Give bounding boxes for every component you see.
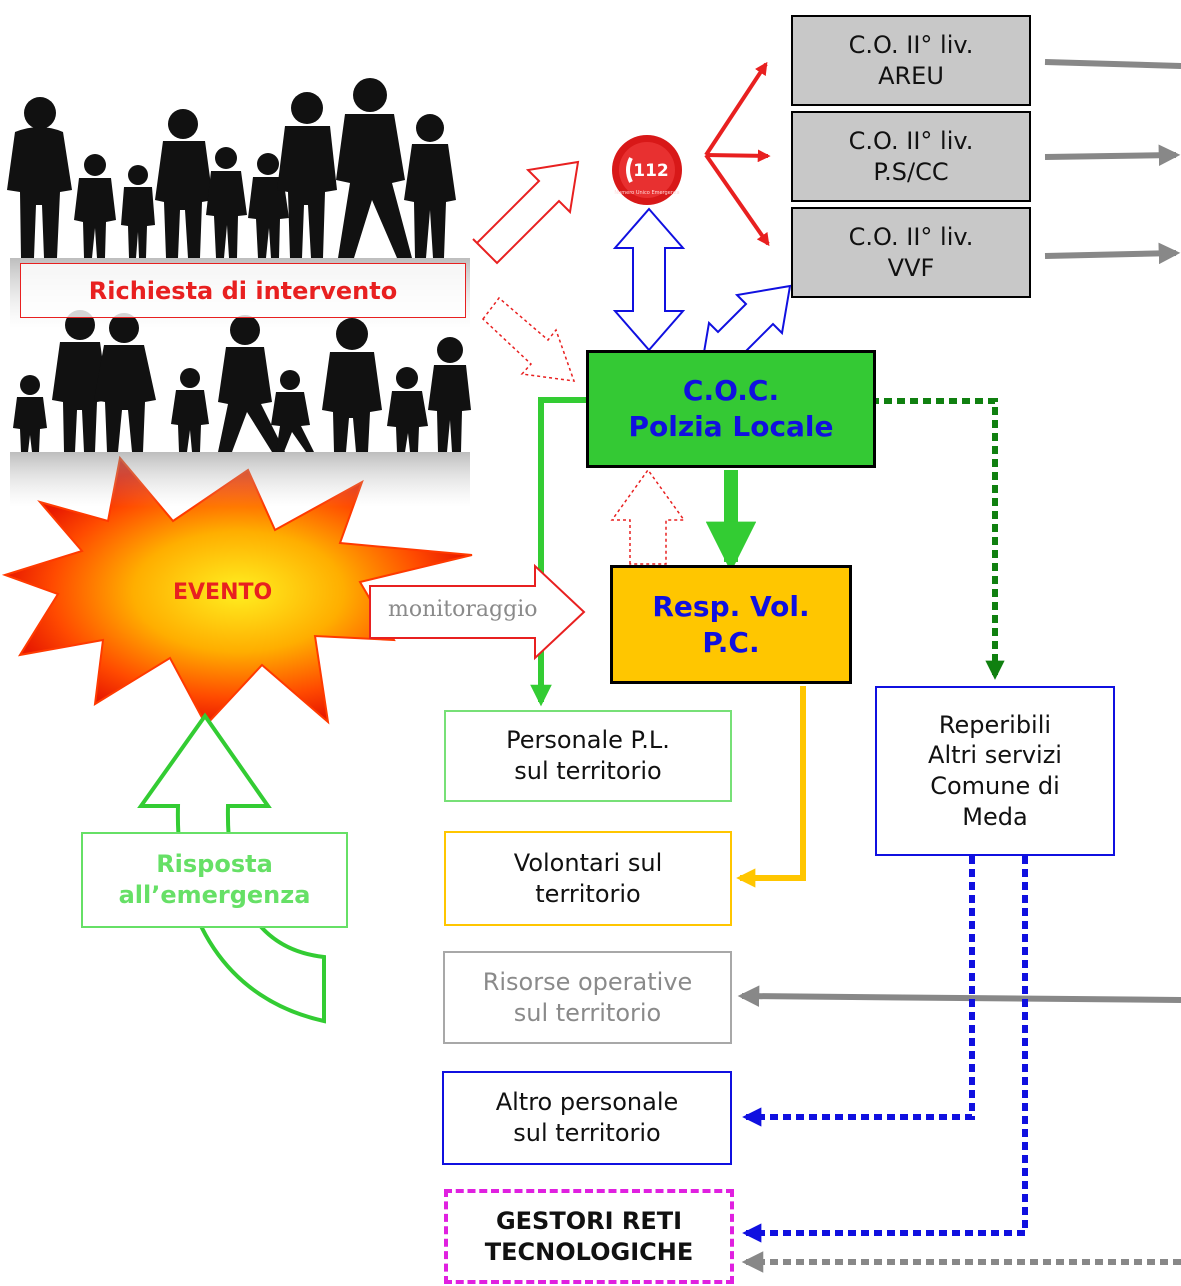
resp-vol-line1: Resp. Vol.: [652, 589, 810, 623]
resp-vol-line2: P.C.: [702, 625, 760, 659]
risorse-box: Risorse operative sul territorio: [443, 951, 732, 1044]
people-lower-silhouettes: [13, 310, 471, 452]
reperibili-to-altro-line: [742, 856, 975, 1127]
reperibili-line2: Altri servizi: [928, 741, 1062, 770]
people-upper-silhouettes: [7, 78, 456, 258]
reperibili-box: Reperibili Altri servizi Comune di Meda: [875, 686, 1115, 856]
event-label: EVENTO: [173, 580, 273, 605]
external-to-risorse-arrow: [737, 985, 1181, 1007]
reperibili-line3: Comune di: [930, 772, 1060, 800]
coc-to-reperibili-line: [858, 398, 1005, 680]
risorse-line1: Risorse operative: [482, 967, 693, 996]
volontari-line2: territorio: [535, 879, 641, 908]
co-areu-line1: C.O. II° liv.: [848, 30, 974, 59]
arrow-112-to-areu: [704, 61, 768, 157]
volontari-line1: Volontari sul: [513, 848, 663, 877]
co-areu-line2: AREU: [878, 61, 944, 90]
altro-personale-line2: sul territorio: [513, 1119, 661, 1147]
response-label: Risposta all’emergenza: [81, 832, 348, 928]
co-vvf-line2: VVF: [887, 253, 935, 282]
co-ps-box: C.O. II° liv. P.S/CC: [791, 111, 1031, 202]
personale-pl-box: Personale P.L. sul territorio: [444, 710, 732, 802]
co-ps-line1: C.O. II° liv.: [848, 126, 974, 155]
arrow-112-to-ps: [705, 149, 771, 163]
arrow-112-to-vvf: [704, 153, 770, 247]
resp-vol-box: Resp. Vol. P.C.: [610, 565, 852, 684]
co-areu-box: C.O. II° liv. AREU: [791, 15, 1031, 106]
logo-caption: Numero Unico Emergenza: [614, 190, 679, 196]
vvf-out-arrow: [1044, 242, 1181, 265]
coc-line1: C.O.C.: [682, 374, 780, 408]
response-label-line2: all’emergenza: [118, 881, 311, 909]
logo-number: 112: [633, 161, 669, 181]
coc-to-personale-line: [530, 397, 586, 707]
monitoring-arrow: [369, 563, 586, 661]
co-ps-line2: P.S/CC: [873, 157, 949, 186]
monitoring-label: monitoraggio: [388, 597, 538, 622]
request-label-text: Richiesta di intervento: [88, 276, 398, 305]
ps-out-arrow: [1044, 144, 1181, 167]
co-vvf-line1: C.O. II° liv.: [848, 222, 974, 251]
personale-pl-line1: Personale P.L.: [506, 726, 670, 755]
people-lower-reflection: [10, 452, 470, 507]
reperibili-to-gestori-line: [742, 856, 1028, 1243]
coc-box: C.O.C. Polzia Locale: [586, 350, 876, 468]
gestori-line2: TECNOLOGICHE: [484, 1237, 694, 1266]
volontari-box: Volontari sul territorio: [444, 831, 732, 926]
coc-line2: Polzia Locale: [628, 410, 834, 443]
request-to-coc-dotted-arrow: [481, 296, 576, 382]
risorse-line2: sul territorio: [513, 998, 662, 1027]
gestori-line1: GESTORI RETI: [495, 1206, 683, 1235]
112-coc-double-arrow: [612, 207, 686, 352]
areu-out-line: [1044, 59, 1181, 69]
respvol-to-coc-dotted-arrow: [610, 468, 686, 565]
reperibili-line4: Meda: [962, 802, 1028, 831]
respvol-to-volontari-line: [736, 686, 806, 888]
co-vvf-box: C.O. II° liv. VVF: [791, 207, 1031, 298]
personale-pl-line2: sul territorio: [514, 757, 662, 785]
gestori-box: GESTORI RETI TECNOLOGICHE: [444, 1189, 734, 1284]
response-label-line1: Risposta: [156, 849, 273, 878]
altro-personale-box: Altro personale sul territorio: [442, 1071, 732, 1165]
reperibili-line1: Reperibili: [938, 710, 1052, 739]
emergency-112-logo-icon: 112 Numero Unico Emergenza: [612, 135, 682, 205]
altro-personale-line1: Altro personale: [495, 1088, 679, 1117]
request-label: Richiesta di intervento: [20, 263, 466, 318]
request-to-112-arrow: [472, 160, 580, 265]
